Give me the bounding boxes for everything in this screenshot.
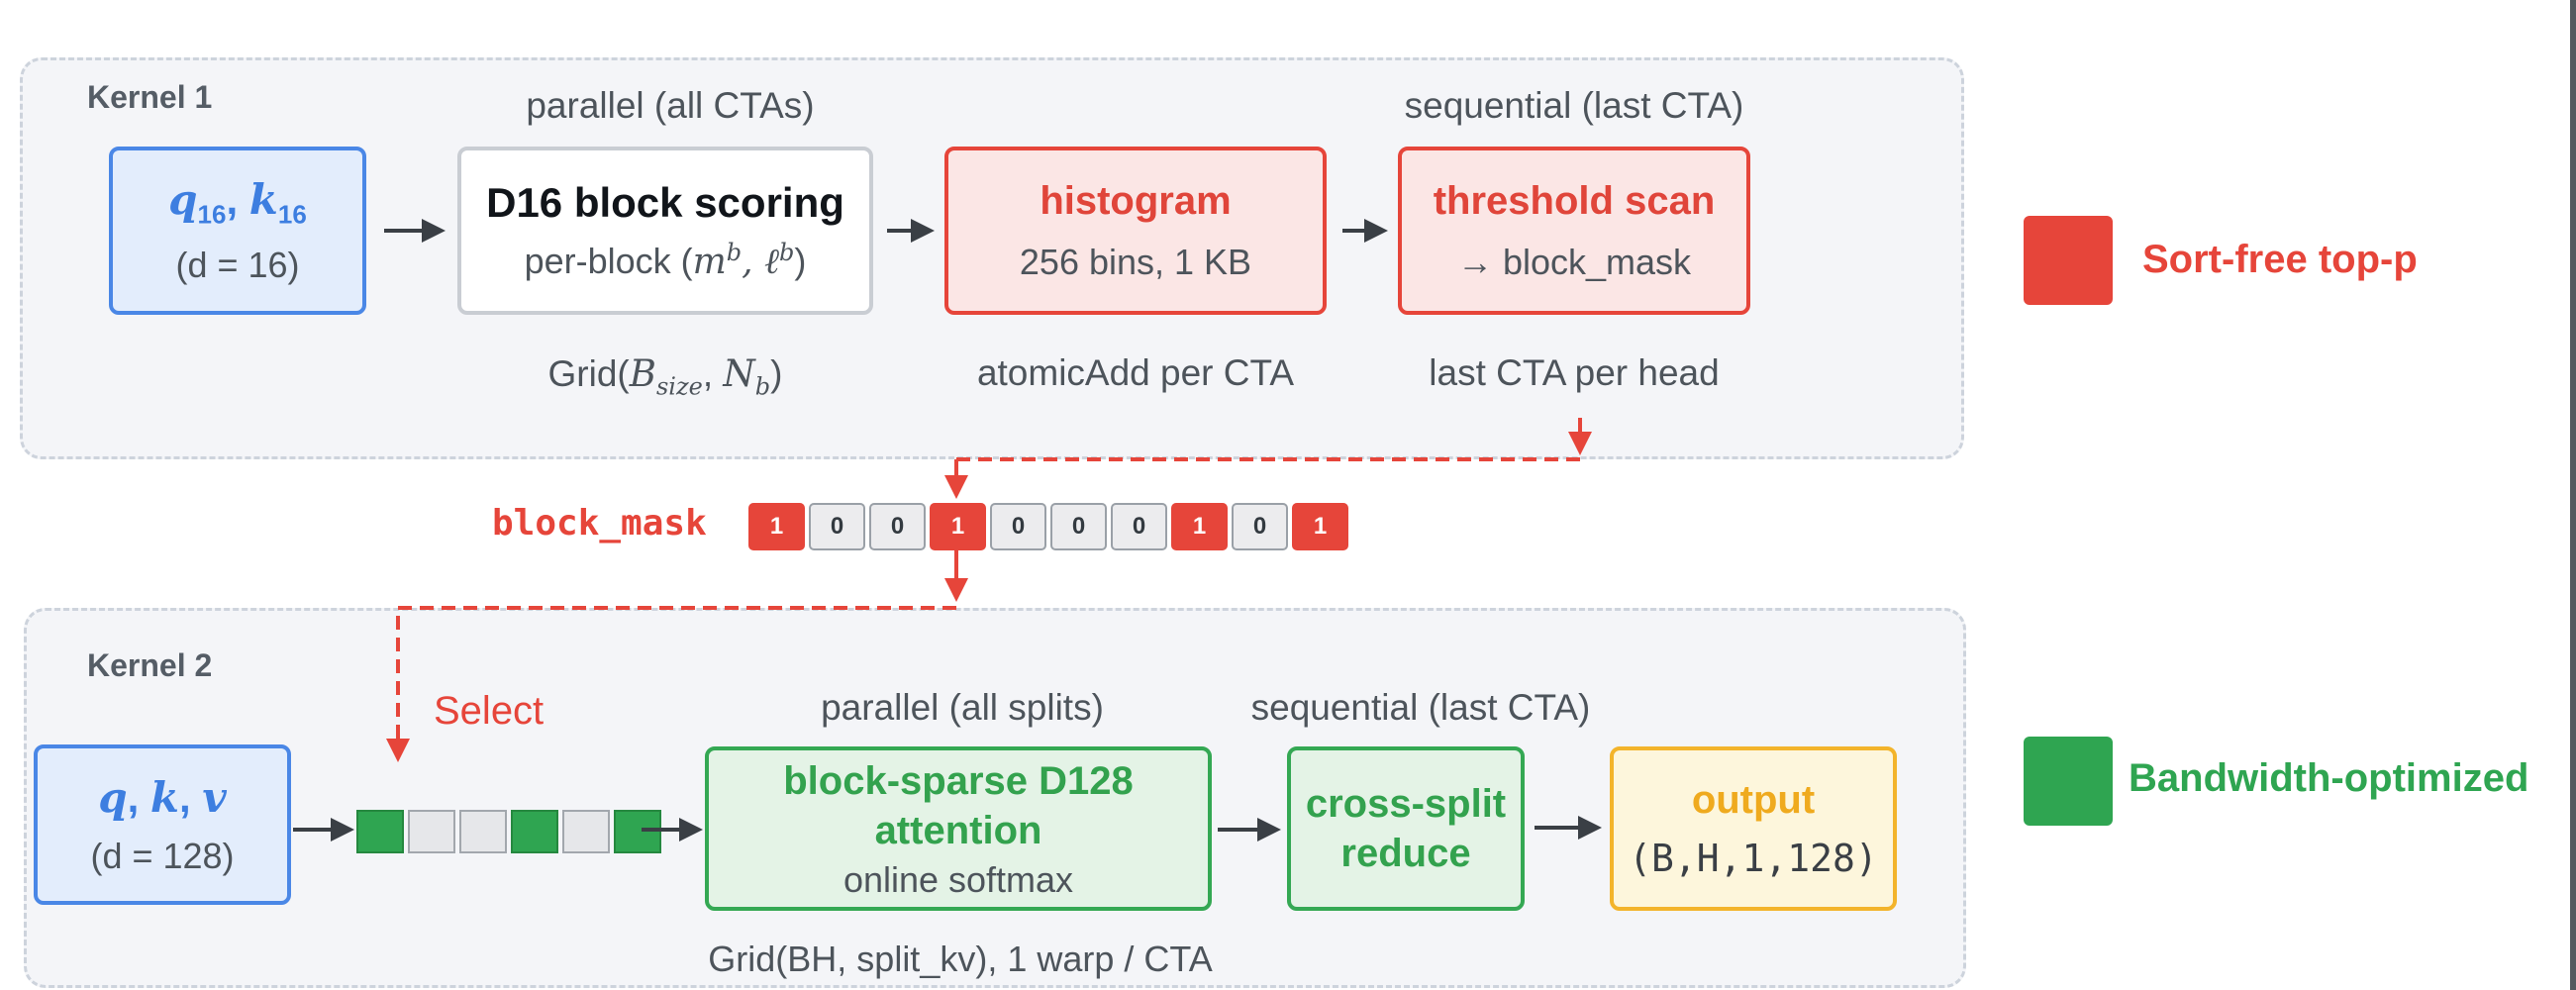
scan-header: sequential (last CTA) — [1404, 85, 1744, 126]
scoring-grid-caption: Grid(Bsize, Nb) — [457, 352, 873, 400]
threshold-scan-detail: → block_mask — [1456, 241, 1692, 282]
threshold-scan-box: threshold scan → block_mask — [1398, 147, 1750, 315]
grid-prefix: Grid( — [547, 353, 630, 394]
histogram-box: histogram 256 bins, 1 KB — [944, 147, 1327, 315]
select-label: Select — [434, 689, 545, 733]
block-mask-cell: 1 — [1292, 503, 1348, 550]
q-symbol: q — [168, 175, 198, 225]
histogram-detail: 256 bins, 1 KB — [1019, 241, 1252, 282]
q16-dim-label: (d = 16) — [175, 244, 300, 285]
histogram-caption: atomicAdd per CTA — [976, 352, 1295, 393]
k-symbol: k — [248, 175, 278, 225]
legend-sort-free-label: Sort-free top-p — [2142, 238, 2418, 281]
block-mask-array: 1 0 0 1 0 0 0 1 0 1 — [748, 503, 1348, 550]
legend-bandwidth-label: Bandwidth-optimized — [2129, 756, 2529, 800]
block-mask-cell: 0 — [1232, 503, 1288, 550]
kernel2-title: Kernel 2 — [87, 647, 213, 683]
detail-sup-1: b — [726, 239, 743, 266]
k-symbol: k — [149, 772, 180, 822]
detail-l: , ℓ — [742, 242, 780, 282]
q16-k16-input-box: q16, k16 (d = 16) — [109, 147, 366, 315]
block-mask-cell: 0 — [1111, 503, 1167, 550]
per-block-detail: per-block (mb, ℓb) — [525, 239, 807, 282]
v-symbol: v — [202, 772, 227, 822]
detail-suffix: ) — [794, 241, 807, 281]
selected-blocks-array — [356, 810, 661, 853]
legend-bandwidth-swatch — [2024, 737, 2113, 826]
skipped-block — [408, 810, 455, 853]
block-mask-cell: 0 — [990, 503, 1046, 550]
scoring-header: parallel (all CTAs) — [526, 85, 815, 126]
threshold-scan-title: threshold scan — [1433, 178, 1716, 223]
output-title: output — [1691, 777, 1816, 822]
d16-block-scoring-title: D16 block scoring — [486, 179, 844, 226]
block-mask-cell: 1 — [930, 503, 986, 550]
reduce-title-line2: reduce — [1340, 832, 1471, 875]
threshold-scan-caption: last CTA per head — [1429, 352, 1720, 393]
q-symbol: q — [98, 772, 128, 822]
block-mask-cell: 0 — [1050, 503, 1107, 550]
grid-n-sub: b — [754, 372, 771, 401]
reduce-title-line1: cross-split — [1305, 782, 1507, 826]
block-mask-cell: 0 — [869, 503, 926, 550]
grid-comma: , — [702, 353, 724, 394]
grid-b-sub: size — [655, 372, 703, 401]
histogram-title: histogram — [1040, 178, 1232, 223]
block-mask-label: block_mask — [492, 503, 707, 544]
selected-block — [356, 810, 404, 853]
qkv-label: q, k, v — [98, 773, 227, 822]
d16-block-scoring-box: D16 block scoring per-block (mb, ℓb) — [457, 147, 873, 315]
attention-header: parallel (all splits) — [821, 687, 1104, 728]
block-mask-cell: 1 — [1171, 503, 1228, 550]
dashed-mask-to-select — [396, 606, 956, 737]
attention-title-line2: attention — [874, 809, 1042, 852]
window-edge — [2570, 0, 2576, 990]
detail-m: m — [692, 242, 727, 282]
grid-n: N — [723, 352, 755, 395]
block-sparse-attention-box: block-sparse D128 attention online softm… — [705, 746, 1212, 911]
skipped-block — [562, 810, 610, 853]
separator: , — [127, 773, 140, 821]
output-shape: (B,H,1,128) — [1629, 836, 1878, 880]
reduce-header: sequential (last CTA) — [1250, 687, 1591, 728]
legend-sort-free-swatch — [2024, 216, 2113, 305]
grid-b: B — [629, 352, 656, 395]
attention-detail: online softmax — [842, 859, 1074, 900]
q-subscript: 16 — [197, 199, 227, 230]
detail-sup-2: b — [779, 239, 795, 266]
qkv-dim-label: (d = 128) — [90, 835, 235, 876]
block-mask-cell: 1 — [748, 503, 805, 550]
separator: , — [226, 176, 239, 224]
separator: , — [179, 773, 191, 821]
block-mask-cell: 0 — [809, 503, 865, 550]
attention-title-line1: block-sparse D128 — [783, 759, 1134, 803]
q16-k16-label: q16, k16 — [168, 175, 307, 230]
attention-grid-caption: Grid(BH, split_kv), 1 warp / CTA — [708, 939, 1213, 979]
kernel1-title: Kernel 1 — [87, 79, 213, 115]
output-box: output (B,H,1,128) — [1610, 746, 1897, 911]
qkv-input-box: q, k, v (d = 128) — [34, 744, 291, 905]
detail-prefix: per-block ( — [524, 241, 693, 281]
grid-suffix: ) — [770, 353, 783, 394]
skipped-block — [459, 810, 507, 853]
k-subscript: 16 — [277, 199, 307, 230]
cross-split-reduce-box: cross-split reduce — [1287, 746, 1525, 911]
selected-block — [511, 810, 558, 853]
